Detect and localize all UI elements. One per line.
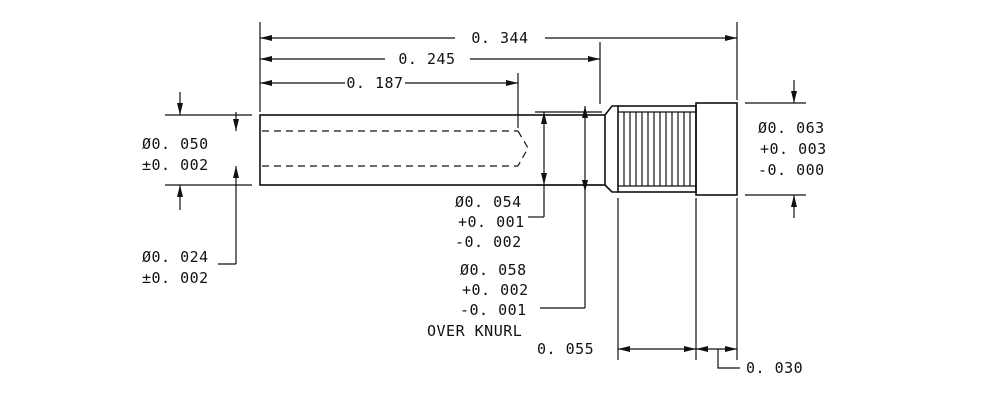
dim-head-diameter-arrows [791,80,797,218]
knurl-length-label: 0. 055 [537,340,594,358]
chamfer-top [604,105,618,116]
bore-diameter-value: Ø0. 050 [142,135,209,153]
knurl-diameter-tol-minus: -0. 001 [460,301,527,319]
shank-diameter-tol-minus: -0. 002 [455,233,522,251]
dim-shank-diameter-leader [528,112,547,218]
head-diameter-value: Ø0. 063 [758,119,825,137]
bore-tip-hidden-line [517,130,529,167]
bore-depth-label: 0. 187 [346,74,403,92]
shank-diameter-tol-plus: +0. 001 [458,213,525,231]
bore-diameter-tolerance: ±0. 002 [142,156,209,174]
knurl-diameter-note: OVER KNURL [427,322,522,340]
dim-knurl-length: 0. 055 [537,340,696,358]
part-outline [259,102,738,196]
knurl-diameter-value: Ø0. 058 [460,261,527,279]
overall-length-label: 0. 344 [471,29,528,47]
dim-left-diameter-arrows [177,92,183,210]
dim-knurl-diameter-leader [540,106,588,309]
dim-bore-depth: 0. 187 [260,74,518,92]
tip-diameter-value: Ø0. 024 [142,248,209,266]
length-to-knurl-label: 0. 245 [398,50,455,68]
shank-diameter-value: Ø0. 054 [455,193,522,211]
knurl-diameter-tol-plus: +0. 002 [462,281,529,299]
dim-length-to-knurl: 0. 245 [260,50,600,68]
dim-bore-diameter-leader [218,112,239,265]
head-diameter-tol-minus: -0. 000 [758,161,825,179]
shank-body [259,114,606,186]
dim-head-length: 0. 030 [696,346,803,377]
chamfer-bottom [604,184,618,193]
head-body [695,102,738,196]
head-diameter-tol-plus: +0. 003 [760,140,827,158]
dim-overall-length: 0. 344 [260,29,737,47]
tip-diameter-tolerance: ±0. 002 [142,269,209,287]
knurl-section [617,105,697,193]
head-length-label: 0. 030 [746,359,803,377]
